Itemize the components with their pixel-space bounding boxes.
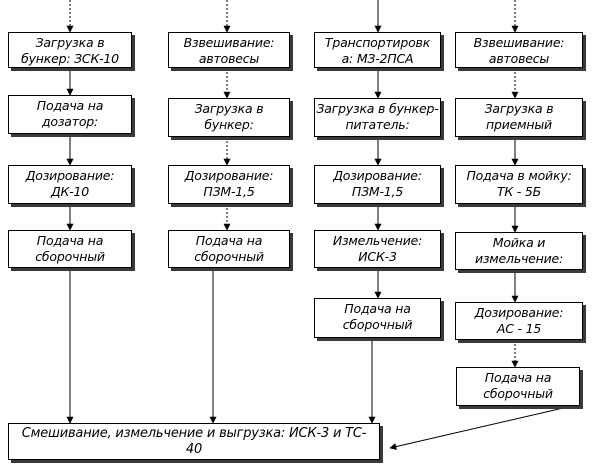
step-label-line2: питатель: [345,117,410,132]
step-label-line2: автовесы [198,51,260,66]
final-step-mixing: Смешивание, измельчение и выгрузка: ИСК-… [8,423,380,460]
step-label-line1: Транспортировк [324,35,431,50]
final-label-line2: 40 [185,442,203,457]
step-c4-weighing: Взвешивание: автовесы [455,32,583,68]
step-label-line1: Дозирование: [474,305,564,320]
step-c4-loading-receiver: Загрузка в приемный [455,98,583,137]
step-c2-weighing: Взвешивание: автовесы [168,32,290,68]
step-label-line2: дозатор: [41,114,99,129]
step-label-line1: Взвешивание: [183,35,275,50]
step-label-line1: Подача в мойку: [466,168,572,183]
step-c2-loading-bunker: Загрузка в бункер: [168,98,290,137]
step-label-line2: сборочный [35,249,105,264]
step-label-line1: Подача на [36,233,104,248]
step-c1-dosing: Дозирование: ДК-10 [8,165,132,204]
step-label-line1: Загрузка в [484,101,554,116]
final-label-line1: Смешивание, измельчение и выгрузка: ИСК-… [21,426,367,441]
step-label-line2: ПЗМ-1,5 [351,184,404,199]
step-label-line1: Дозирование: [25,168,115,183]
step-label-line2: измельчение: [474,251,564,266]
step-label-line1: Подача на [484,370,552,385]
step-label-line1: Подача на [344,301,411,316]
step-c1-feed-assembly: Подача на сборочный [8,230,132,268]
step-label-line2: бункер: ЗСК-10 [21,51,119,66]
step-c3-feed-assembly: Подача на сборочный [314,298,441,338]
step-c4-wash-grind: Мойка и измельчение: [455,232,583,270]
step-c2-feed-assembly: Подача на сборочный [168,230,290,268]
step-label-line2: автовесы [488,51,550,66]
step-label-line2: ТК - 5Б [496,184,542,199]
step-c3-loading-bunker-feeder: Загрузка в бункер- питатель: [314,98,441,137]
step-label-line2: а: МЗ-2ПСА [341,51,414,66]
step-label-line1: Загрузка в бункер- [316,101,439,116]
step-c2-dosing: Дозирование: ПЗМ-1,5 [168,165,290,204]
step-c3-dosing: Дозирование: ПЗМ-1,5 [314,165,441,204]
step-label-line2: ПЗМ-1,5 [203,184,255,199]
step-c3-grinding: Измельчение: ИСК-3 [314,230,441,268]
step-label-line1: Загрузка в [194,101,264,116]
step-c1-feed-dispenser: Подача на дозатор: [8,95,132,134]
step-c4-feed-washer: Подача в мойку: ТК - 5Б [455,165,583,204]
step-label-line1: Подача на [195,233,263,248]
step-label-line1: Загрузка в [35,35,105,50]
step-label-line1: Дозирование: [333,168,422,183]
step-label-line1: Мойка и [492,235,546,250]
step-label-line2: АС - 15 [496,321,542,336]
step-label-line2: сборочный [342,317,413,332]
step-label-line2: сборочный [483,386,553,401]
step-label-line2: приемный [486,117,552,132]
step-label-line2: бункер: [204,117,254,132]
step-label-line1: Взвешивание: [473,35,565,50]
step-label-line2: ДК-10 [50,184,90,199]
step-label-line1: Подача на [36,98,104,113]
step-label-line2: ИСК-3 [358,249,397,264]
step-c1-loading-bunker: Загрузка в бункер: ЗСК-10 [8,32,132,68]
step-label-line1: Дозирование: [184,168,274,183]
arrow-c4-to-final [389,405,573,450]
step-label-line2: сборочный [194,249,264,264]
step-c4-dosing: Дозирование: АС - 15 [455,302,583,340]
step-c4-feed-assembly: Подача на сборочный [456,367,580,406]
step-c3-transport: Транспортировк а: МЗ-2ПСА [314,32,441,68]
step-label-line1: Измельчение: [332,233,423,248]
